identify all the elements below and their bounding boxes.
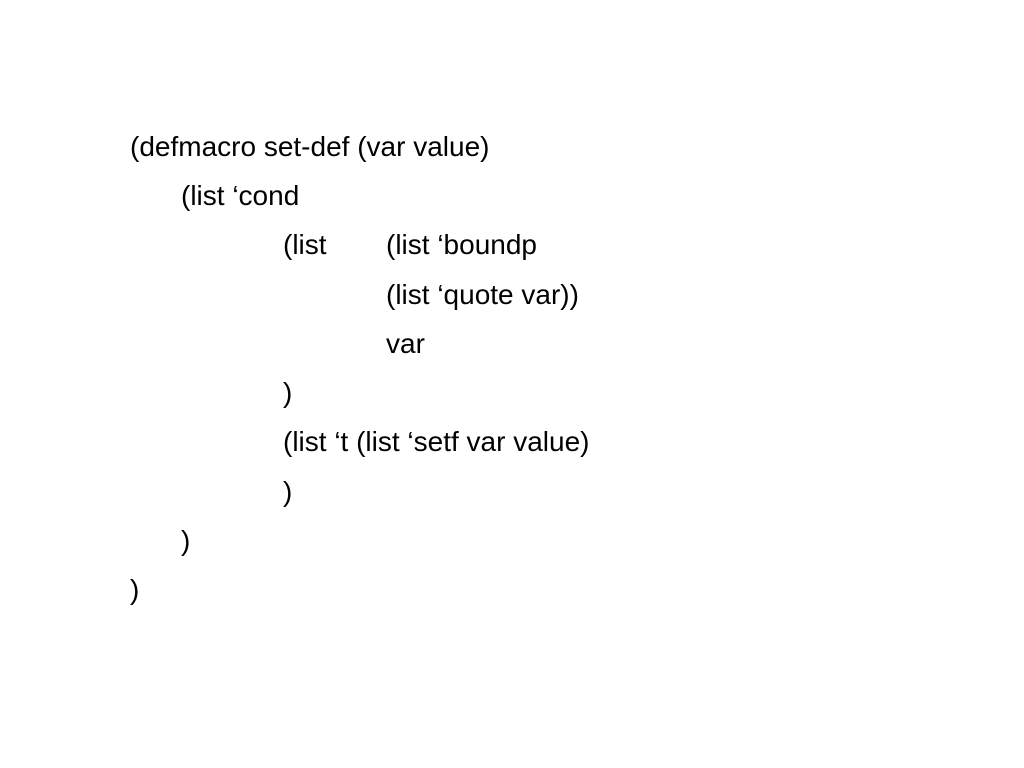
code-line-var: var <box>386 328 425 359</box>
code-line-list-boundp: (list ‘boundp <box>386 229 537 260</box>
code-line-list-t-setf: (list ‘t (list ‘setf var value) <box>283 426 590 457</box>
code-line-list-cond: (list ‘cond <box>181 180 300 211</box>
code-line-list: (list <box>283 229 327 260</box>
code-line-defmacro: (defmacro set-def (var value) <box>130 131 490 162</box>
code-line-close-paren: ) <box>181 525 191 556</box>
code-line-close-paren: ) <box>130 574 140 605</box>
code-line-close-paren: ) <box>283 377 293 408</box>
code-line-list-quote-var: (list ‘quote var)) <box>386 279 579 310</box>
code-line-close-paren: ) <box>283 476 293 507</box>
